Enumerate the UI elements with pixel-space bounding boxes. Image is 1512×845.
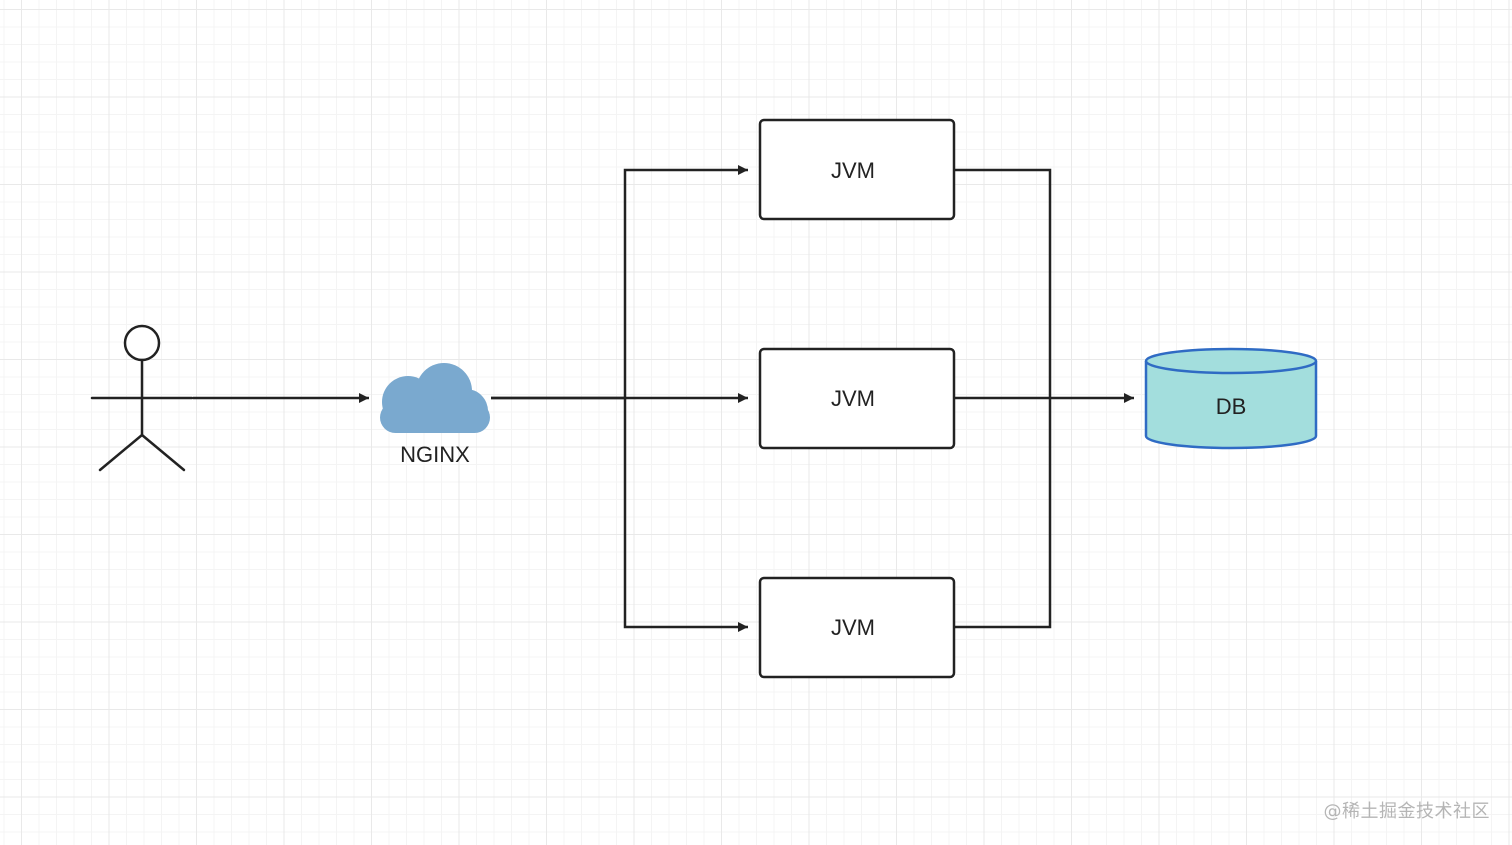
stick-figure-right-leg — [140, 433, 186, 472]
edge-nginx-to-jvm-bottom — [623, 398, 748, 632]
jvm-box-bottom — [758, 576, 956, 679]
jvm-label-bottom: JVM — [831, 615, 875, 640]
connectors — [193, 165, 1134, 632]
db-node[interactable]: DB — [1144, 347, 1318, 450]
watermark: @稀土掘金技术社区 — [1323, 801, 1490, 822]
database-cylinder-icon — [1144, 347, 1318, 450]
cloud-icon — [380, 363, 490, 433]
stick-figure-head — [123, 324, 161, 362]
jvm-label-top: JVM — [831, 158, 875, 183]
db-cylinder-top — [1144, 347, 1318, 375]
jvm-node-top[interactable]: JVM — [758, 118, 956, 221]
jvm-node-middle[interactable]: JVM — [758, 347, 956, 450]
jvm-node-bottom[interactable]: JVM — [758, 576, 956, 679]
jvm-label-middle: JVM — [831, 386, 875, 411]
stick-figure-icon[interactable] — [90, 324, 194, 472]
nginx-node[interactable]: NGINX — [380, 363, 490, 467]
edge-jvm-top-to-db — [954, 168, 1052, 398]
db-cylinder-body — [1144, 361, 1318, 450]
db-label: DB — [1216, 394, 1247, 419]
nginx-label: NGINX — [400, 442, 470, 467]
edge-nginx-to-jvm-top — [491, 165, 748, 400]
edge-jvm-bottom-to-db — [954, 398, 1052, 629]
stick-figure-left-leg — [98, 433, 144, 472]
jvm-box-middle — [758, 347, 956, 450]
jvm-box-top — [758, 118, 956, 221]
